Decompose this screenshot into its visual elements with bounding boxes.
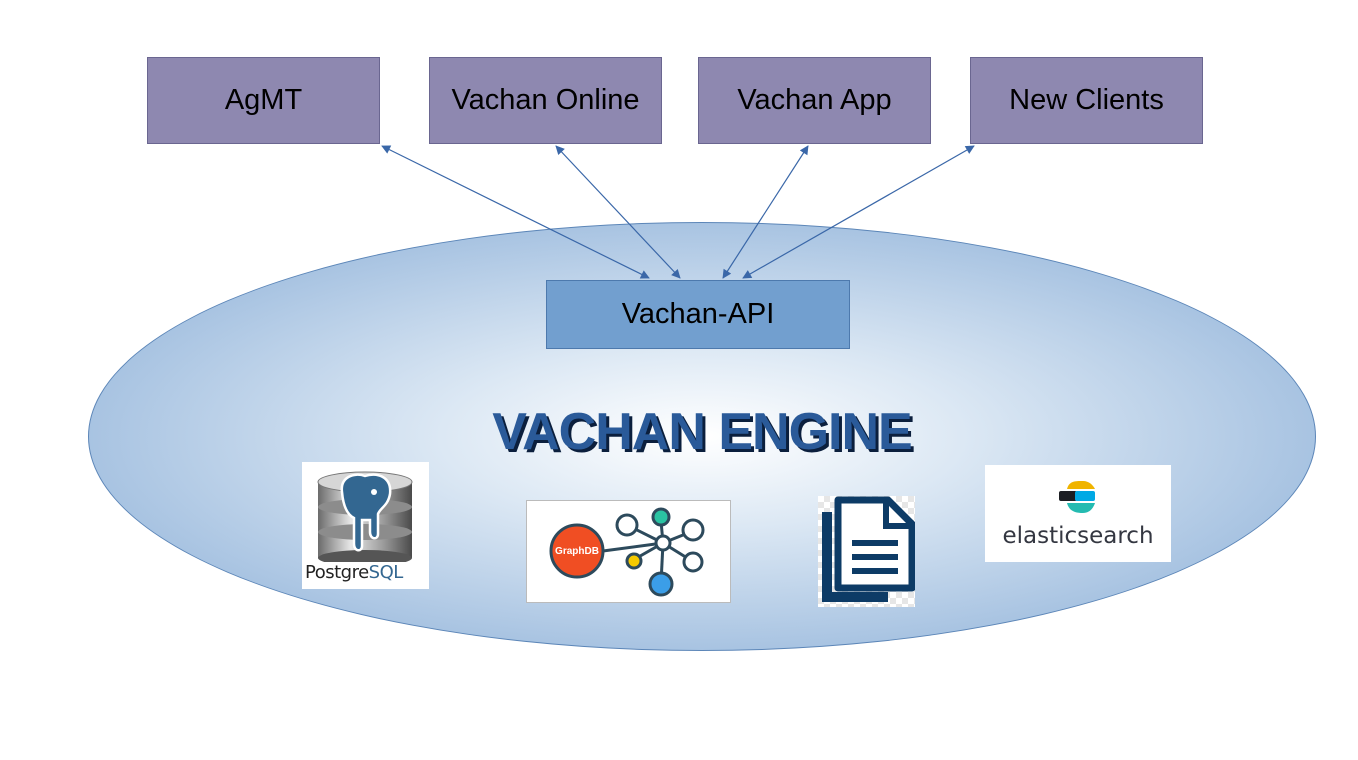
- graph-network-icon: GraphDB: [549, 507, 705, 597]
- arrow-vachan-online: [555, 145, 681, 279]
- elasticsearch-logo: elasticsearch: [985, 465, 1171, 562]
- graphdb-logo: GraphDB: [526, 500, 731, 603]
- arrow-new-clients: [742, 145, 975, 279]
- vachan-api-box: Vachan-API: [546, 280, 850, 349]
- graphdb-text: GraphDB: [555, 546, 599, 557]
- postgres-word: Postgre: [305, 562, 369, 583]
- client-box-agmt: AgMT: [147, 57, 380, 144]
- postgresql-logo: PostgreSQL: [302, 462, 429, 589]
- database-elephant-icon: [317, 471, 413, 566]
- client-box-new-clients: New Clients: [970, 57, 1203, 144]
- elasticsearch-wordmark: elasticsearch: [1002, 523, 1154, 549]
- arrow-vachan-app: [722, 145, 809, 279]
- sql-word: SQL: [368, 562, 404, 583]
- client-box-vachan-online: Vachan Online: [429, 57, 662, 144]
- client-label: Vachan Online: [451, 84, 640, 116]
- client-label: Vachan App: [737, 84, 892, 116]
- engine-title: VACHAN ENGINE: [492, 403, 912, 461]
- elasticsearch-mark-icon: [1059, 481, 1095, 513]
- document-copy-icon: [818, 496, 916, 607]
- arrow-agmt: [381, 145, 650, 279]
- client-label: AgMT: [224, 84, 303, 116]
- api-label: Vachan-API: [621, 298, 775, 330]
- client-box-vachan-app: Vachan App: [698, 57, 931, 144]
- client-label: New Clients: [1009, 84, 1164, 116]
- postgresql-wordmark: PostgreSQL: [305, 562, 403, 583]
